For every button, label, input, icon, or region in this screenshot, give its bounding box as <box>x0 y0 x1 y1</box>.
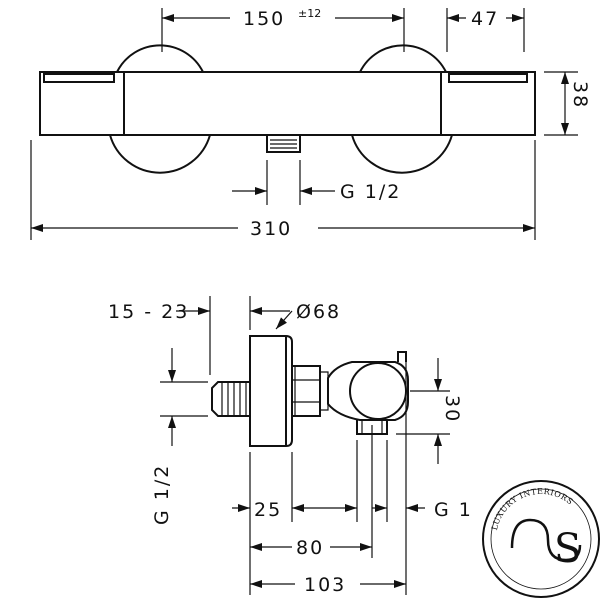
right-handle-groove <box>448 73 528 83</box>
dim-g12-label: G 1/2 <box>340 181 401 203</box>
dim-310-label: 310 <box>250 218 292 240</box>
left-flange <box>116 44 204 73</box>
dim-47-label: 47 <box>471 8 499 30</box>
dim-30-label: 30 <box>441 395 463 423</box>
wall-flange <box>249 335 293 447</box>
valve-cartridge <box>349 362 407 420</box>
dim-80-label: 80 <box>296 537 324 559</box>
hex-nut <box>292 365 321 417</box>
right-flange-lower <box>351 134 453 174</box>
dim-15-23-label: 15 - 23 <box>108 301 189 323</box>
dim-150-tolerance: ±12 <box>298 7 321 20</box>
left-flange-lower <box>109 134 211 174</box>
luxury-interiors-logo: LUXURY INTERIORS S <box>482 480 600 598</box>
logo-swirl <box>510 518 582 562</box>
outlet-connector <box>266 135 301 153</box>
mixer-bar-body <box>39 71 536 136</box>
threaded-inlet <box>211 381 250 417</box>
dim-38-label: 38 <box>569 81 591 109</box>
top-spindle <box>397 351 407 362</box>
left-handle-groove <box>43 73 115 83</box>
dim-103-label: 103 <box>304 574 346 596</box>
dim-150-label: 150 <box>243 8 285 30</box>
right-flange <box>359 44 447 73</box>
dim-25-label: 25 <box>254 499 282 521</box>
valve-body <box>327 361 409 421</box>
side-view: 15 - 23 Ø68 G 1/2 30 25 G 1 <box>108 296 473 596</box>
top-view: 150 ±12 47 38 G 1/2 310 <box>30 7 591 240</box>
dim-g12-vertical-label: G 1/2 <box>151 464 173 525</box>
logo-monogram: S <box>554 526 581 572</box>
dim-d68-label: Ø68 <box>296 301 341 323</box>
dim-g1-label: G 1 <box>434 499 473 521</box>
